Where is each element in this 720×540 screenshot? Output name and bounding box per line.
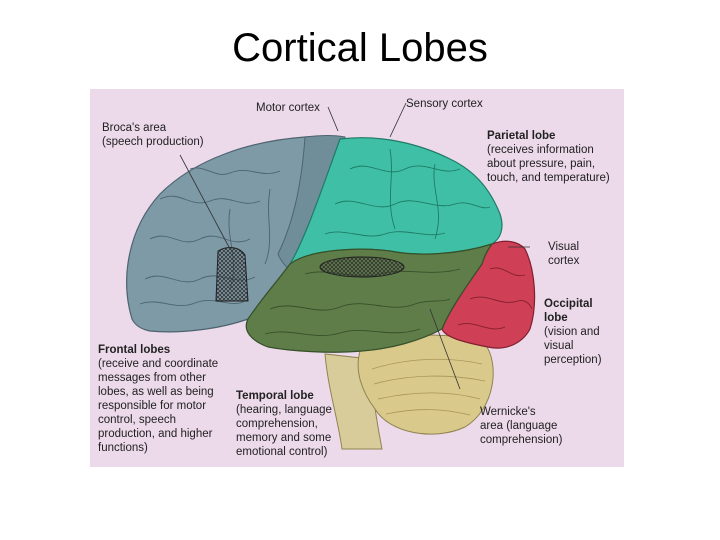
temporal-lobe bbox=[245, 242, 494, 353]
visual-cortex-label: Visual cortex bbox=[548, 241, 580, 267]
brain-illustration bbox=[126, 102, 536, 450]
leader-lines bbox=[179, 102, 530, 390]
broca-area-region bbox=[215, 247, 249, 302]
frontal-lobes-label: Frontal lobes (receive and coordinate me… bbox=[98, 344, 219, 454]
wernicke-area-label: Wernicke's area (language comprehension) bbox=[480, 406, 563, 446]
broca-area-label: Broca's area (speech production) bbox=[102, 122, 204, 148]
sensory-cortex-label: Sensory cortex bbox=[406, 98, 483, 110]
slide-title: Cortical Lobes bbox=[232, 26, 488, 70]
motor-cortex-label: Motor cortex bbox=[256, 102, 320, 114]
brain-diagram: Motor cortex Sensory cortex Broca's area… bbox=[90, 89, 624, 467]
temporal-lobe-label: Temporal lobe (hearing, language compreh… bbox=[236, 390, 332, 458]
cerebellum bbox=[357, 334, 494, 435]
parietal-lobe-label: Parietal lobe (receives information abou… bbox=[487, 130, 610, 184]
wernicke-area-region bbox=[319, 256, 405, 278]
occipital-lobe-label: Occipital lobe (vision and visual percep… bbox=[544, 298, 602, 366]
